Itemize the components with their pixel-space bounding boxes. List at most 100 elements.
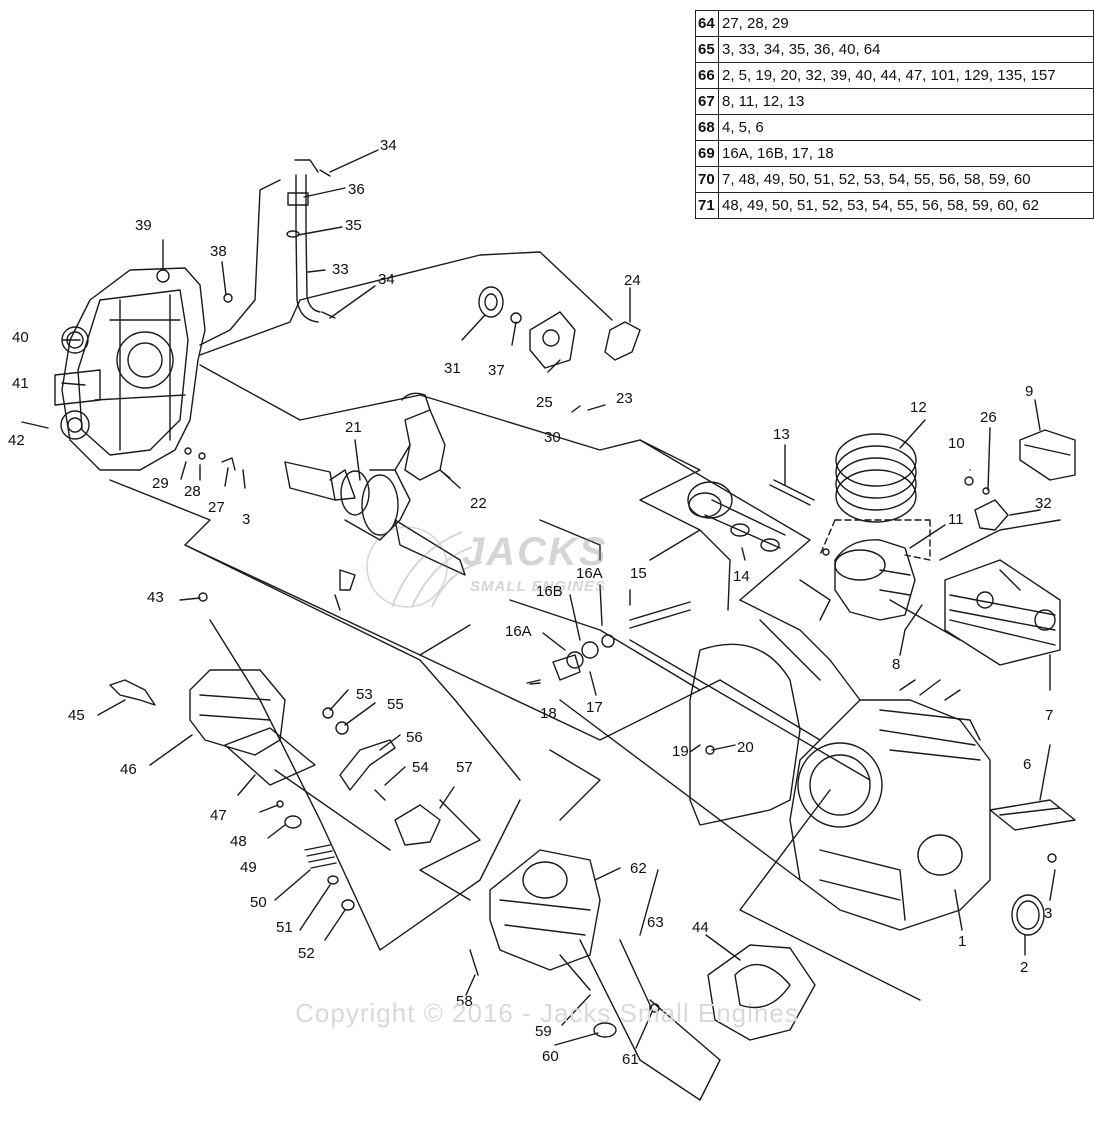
stud-63-drawing (619, 939, 651, 1011)
jacks-logo-mark (366, 526, 483, 608)
label-part-21: 21 (345, 419, 362, 436)
label-part-43: 43 (147, 589, 164, 606)
oil-seal-inner (1016, 900, 1040, 930)
label-part-17: 17 (586, 699, 603, 716)
label-part-56: 56 (406, 729, 423, 746)
label-part-50: 50 (250, 894, 267, 911)
label-part-12: 12 (910, 399, 927, 416)
kit-parts: 8, 11, 12, 13 (718, 88, 1094, 115)
kit-parts: 27, 28, 29 (718, 10, 1094, 37)
logo-line2: SMALL ENGINES (470, 578, 607, 595)
label-part-18: 18 (540, 705, 557, 722)
bracket-45-drawing (109, 679, 156, 706)
guide-line (639, 439, 701, 561)
label-part-33: 33 (332, 261, 349, 278)
guide-plate-drawing (394, 804, 441, 846)
cylinder-head-62-drawing (489, 849, 601, 971)
label-part-16B: 16B (536, 583, 563, 600)
guide-line (939, 519, 1061, 561)
label-part-59: 59 (535, 1023, 552, 1040)
label-part-63: 63 (647, 914, 664, 931)
kit-parts: 4, 5, 6 (718, 114, 1094, 141)
label-part-57: 57 (456, 759, 473, 776)
label-part-42: 42 (8, 432, 25, 449)
guide-line (549, 749, 601, 821)
label-part-29: 29 (152, 475, 169, 492)
guide-line (199, 251, 613, 356)
label-part-40: 40 (12, 329, 29, 346)
label-part-62: 62 (630, 860, 647, 877)
label-part-3-left: 3 (242, 511, 251, 528)
label-part-51: 51 (276, 919, 293, 936)
label-part-34-bottom: 34 (378, 271, 395, 288)
logo-line1: JACKS (462, 530, 608, 574)
guide-line (999, 569, 1021, 591)
push-rod-drawing (769, 479, 815, 506)
label-part-26: 26 (980, 409, 997, 426)
label-part-32: 32 (1035, 495, 1052, 512)
label-part-47: 47 (210, 807, 227, 824)
guide-line (739, 789, 921, 1001)
guide-line (199, 364, 811, 601)
label-part-45: 45 (68, 707, 85, 724)
label-part-16A-top: 16A (576, 565, 603, 582)
stud-61-drawing (650, 1003, 660, 1013)
cylinder-head-drawing (944, 559, 1061, 666)
label-part-1: 1 (958, 933, 967, 950)
label-part-13: 13 (773, 426, 790, 443)
bolt-42-drawing (21, 421, 49, 429)
valve-60-drawing (593, 1022, 617, 1038)
breather-drawing (989, 799, 1076, 831)
guide-line (199, 179, 281, 346)
governor-group-drawing (478, 286, 641, 413)
rocker-arm-drawing (339, 739, 396, 791)
guide-line (889, 599, 961, 641)
label-part-48: 48 (230, 833, 247, 850)
label-part-3-right: 3 (1044, 905, 1053, 922)
camshaft-drawing (687, 481, 786, 552)
label-part-54: 54 (412, 759, 429, 776)
kit-number: 67 (695, 88, 719, 115)
kit-parts: 2, 5, 19, 20, 32, 39, 40, 44, 47, 101, 1… (718, 62, 1094, 89)
piston-rings-drawing (835, 433, 917, 523)
label-part-22: 22 (470, 495, 487, 512)
crankcase-cover-drawing (54, 267, 206, 471)
kit-number: 69 (695, 140, 719, 167)
guide-line (739, 599, 861, 701)
head-gasket-drawing (707, 944, 816, 1041)
label-part-35: 35 (345, 217, 362, 234)
crankcase-drawing (789, 679, 991, 931)
label-part-7: 7 (1045, 707, 1054, 724)
label-part-41: 41 (12, 375, 29, 392)
oil-fill-tube-drawing (286, 159, 336, 323)
label-part-30: 30 (544, 429, 561, 446)
label-part-49: 49 (240, 859, 257, 876)
rocker-cover-drawing (189, 669, 286, 756)
label-part-2: 2 (1020, 959, 1029, 976)
guide-line (419, 799, 481, 901)
guide-line (799, 579, 831, 621)
guide-line (209, 619, 521, 951)
valve-spring-drawing (284, 815, 355, 911)
label-part-60: 60 (542, 1048, 559, 1065)
bolt-58-drawing (469, 949, 479, 976)
oil-seal-drawing (1011, 894, 1045, 936)
bracket-outline (819, 519, 931, 561)
label-part-9: 9 (1025, 383, 1034, 400)
label-part-19: 19 (672, 743, 689, 760)
label-part-36: 36 (348, 181, 365, 198)
guide-line (539, 519, 601, 561)
label-part-37: 37 (488, 362, 505, 379)
valve-gasket-drawing (974, 499, 1009, 531)
crankshaft-drawing (284, 392, 466, 611)
piston-drawing (834, 539, 916, 621)
crankcase-gasket-drawing (689, 643, 801, 826)
label-part-52: 52 (298, 945, 315, 962)
label-part-11: 11 (948, 511, 964, 528)
